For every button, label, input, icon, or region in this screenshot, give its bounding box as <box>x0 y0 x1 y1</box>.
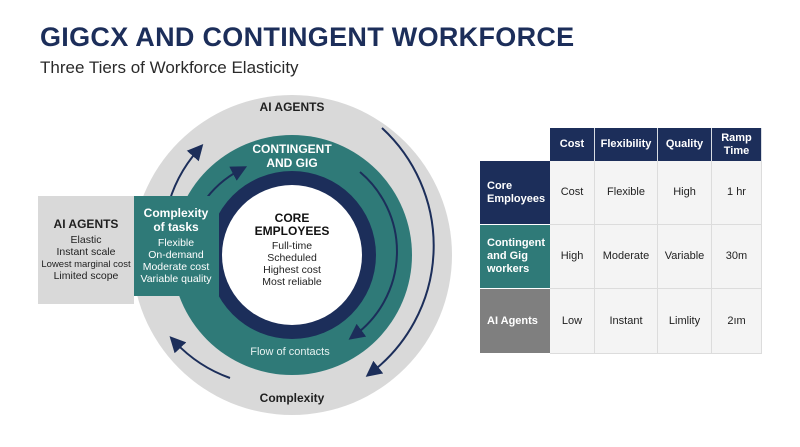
table-cell: 30m <box>712 225 762 289</box>
ai-box-line-4: Limited scope <box>54 270 119 282</box>
ai-box-line-1: Elastic <box>71 234 102 246</box>
core-line-4: Most reliable <box>262 276 322 288</box>
middle-arrow-right <box>348 171 398 340</box>
ai-box-title: AI AGENTS <box>54 217 119 231</box>
comparison-table: Cost Flexibility Quality Ramp Time Core … <box>480 128 762 354</box>
table-cell: High <box>658 161 712 225</box>
ai-agents-box <box>38 196 134 304</box>
table-cell: Flexible <box>595 161 658 225</box>
page-title: GIGCX AND CONTINGENT WORKFORCE <box>40 22 575 52</box>
middle-ring-label-line1: CONTINGENT <box>252 142 332 156</box>
table-cell: Instant <box>595 289 658 354</box>
table-header-quality: Quality <box>658 128 712 161</box>
complexity-line-2: On-demand <box>148 249 204 261</box>
complexity-title-line2: of tasks <box>153 220 199 234</box>
flow-label: Flow of contacts <box>250 346 330 358</box>
table-cell: 1 hr <box>712 161 762 225</box>
row-label-core-employees: Core Employees <box>480 161 550 225</box>
table-cell: Cost <box>550 161 595 225</box>
outer-ring-label: AI AGENTS <box>260 100 325 114</box>
table-cell: Moderate <box>595 225 658 289</box>
table-cell: Variable <box>658 225 712 289</box>
complexity-line-1: Flexible <box>158 237 194 249</box>
ai-box-line-3: Lowest marginal cost <box>41 259 131 270</box>
core-line-2: Scheduled <box>267 252 317 264</box>
core-title-line1: CORE <box>275 211 310 225</box>
complexity-line-3: Moderate cost <box>143 261 210 273</box>
core-title-line2: EMPLOYEES <box>255 224 330 238</box>
core-line-1: Full-time <box>272 240 312 252</box>
table-cell: High <box>550 225 595 289</box>
complexity-title-line1: Complexity <box>144 206 209 220</box>
complexity-box <box>133 196 219 296</box>
page-subtitle: Three Tiers of Workforce Elasticity <box>40 58 299 77</box>
core-line-3: Highest cost <box>263 264 321 276</box>
ai-box-line-2: Instant scale <box>57 246 116 258</box>
table-header-cost: Cost <box>550 128 595 161</box>
tier-diagram: AI AGENTS Complexity CONTINGENT AND GIG … <box>38 95 452 415</box>
table-cell: Limlity <box>658 289 712 354</box>
table-cell: 2ım <box>712 289 762 354</box>
middle-ring-label-line2: AND GIG <box>266 156 317 170</box>
complexity-line-4: Variable quality <box>140 273 212 285</box>
table-corner <box>480 128 550 161</box>
table-header-flexibility: Flexibility <box>595 128 658 161</box>
table-cell: Low <box>550 289 595 354</box>
complexity-label: Complexity <box>260 391 325 405</box>
outer-arrow-bottom-left <box>169 336 231 379</box>
row-label-ai-agents: AI Agents <box>480 289 550 354</box>
core-center <box>222 185 362 325</box>
table-header-ramp-time: Ramp Time <box>712 128 762 161</box>
row-label-contingent-gig: Contingent and Gig workers <box>480 225 550 289</box>
outer-arrow-right <box>365 127 435 377</box>
